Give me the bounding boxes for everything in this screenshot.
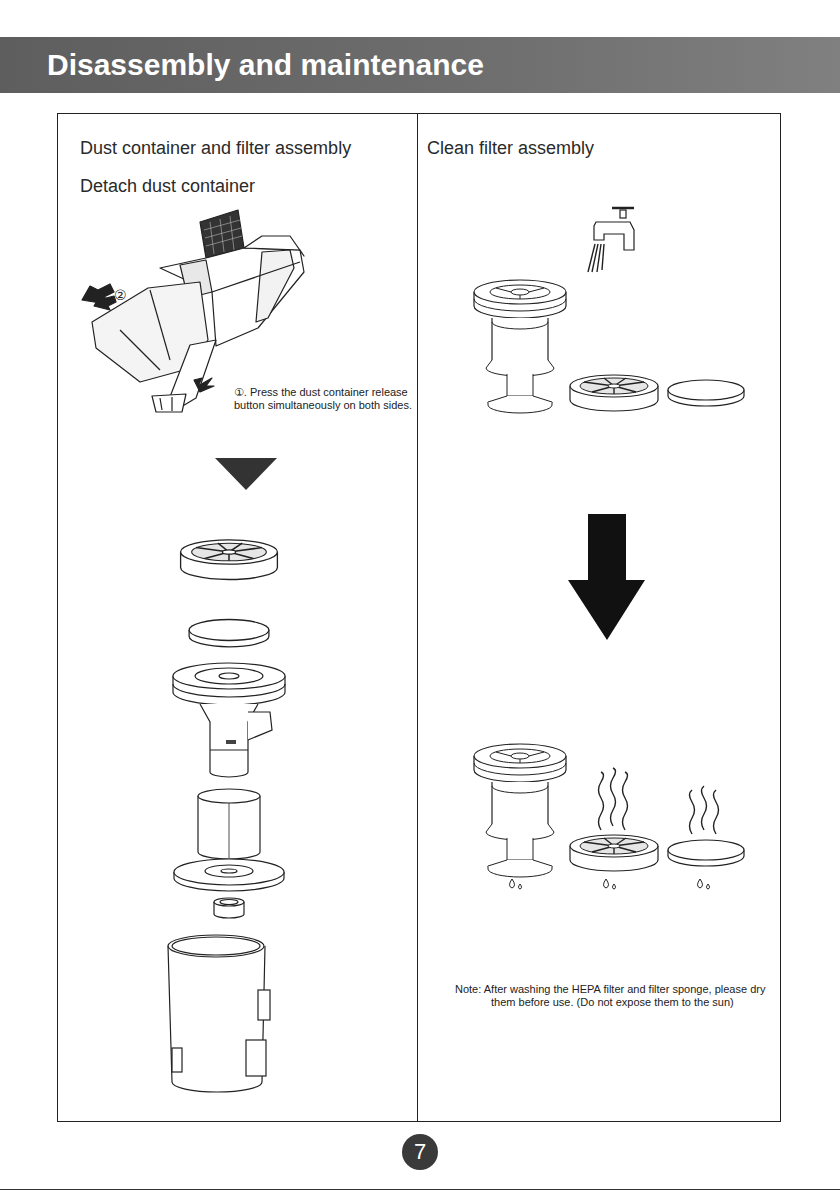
section-panel: Dust container and filter assemblyDetach…	[57, 113, 418, 1122]
big-down-arrow	[568, 514, 645, 640]
vacuum-illustration	[82, 210, 304, 412]
footer-rule	[0, 1189, 840, 1190]
note-text: Note: After washing the HEPA filter and …	[455, 983, 773, 1009]
callout-number: ②	[114, 287, 127, 304]
water-drops	[510, 879, 710, 889]
title-bar: Disassembly and maintenance	[0, 37, 840, 93]
page-number-text: 7	[414, 1141, 426, 1163]
faucet-icon	[588, 208, 634, 272]
section-subheading: Detach dust container	[80, 176, 255, 197]
filter-parts-wet	[474, 280, 744, 413]
page-title: Disassembly and maintenance	[0, 37, 840, 93]
callout-text: ①. Press the dust container release butt…	[234, 386, 412, 412]
section-heading: Clean filter assembly	[427, 138, 594, 159]
exploded-parts	[168, 540, 285, 1092]
section-panel: Clean filter assembly	[417, 113, 781, 1122]
section-heading: Dust container and filter assembly	[80, 138, 351, 159]
steam-waves	[599, 768, 719, 834]
down-arrow	[215, 458, 277, 490]
page-number: 7	[402, 1134, 438, 1170]
filter-parts-dry	[474, 744, 744, 877]
